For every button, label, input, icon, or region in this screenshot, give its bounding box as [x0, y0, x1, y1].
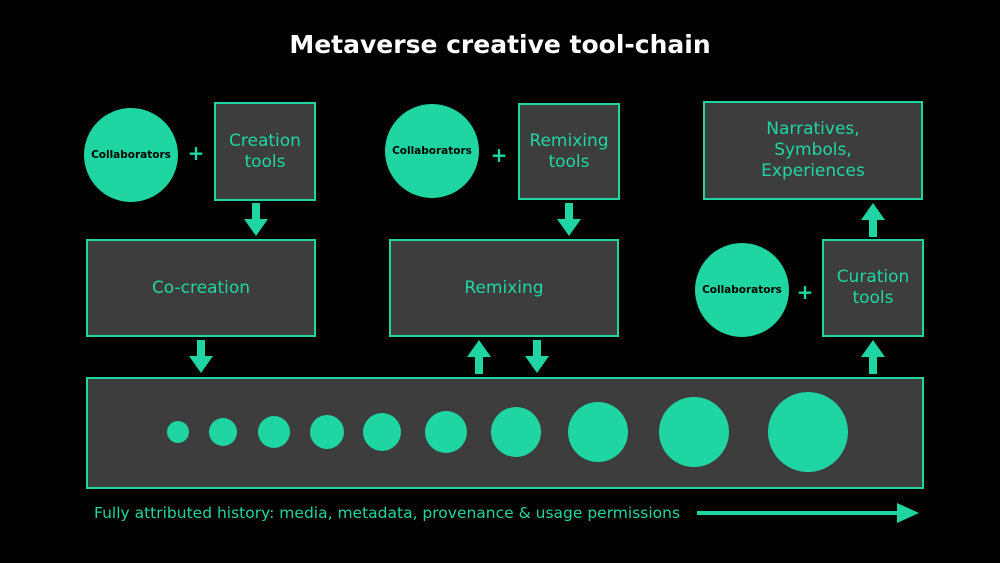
history-dot [209, 418, 237, 446]
arrow-up-icon [467, 340, 491, 374]
collaborators-circle-1: Collaborators [84, 108, 178, 202]
history-dot [768, 392, 848, 472]
history-dot [568, 402, 628, 462]
plus-sign-3: + [796, 280, 814, 304]
plus-sign-2: + [490, 143, 508, 167]
curation-tools-box: Curation tools [822, 239, 924, 337]
arrow-down-icon [557, 203, 581, 236]
diagram-title: Metaverse creative tool-chain [289, 30, 711, 59]
history-dot [425, 411, 467, 453]
history-dot [363, 413, 401, 451]
collaborators-circle-3: Collaborators [695, 243, 789, 337]
collaborators-circle-2: Collaborators [385, 104, 479, 198]
arrow-up-icon [861, 203, 885, 237]
arrow-down-icon [189, 340, 213, 373]
timeline-arrow-icon [697, 503, 919, 523]
history-dot [659, 397, 729, 467]
history-dot [167, 421, 189, 443]
arrow-up-icon [861, 340, 885, 374]
remixing-box: Remixing [389, 239, 619, 337]
history-dot [491, 407, 541, 457]
plus-sign-1: + [187, 141, 205, 165]
co-creation-box: Co-creation [86, 239, 316, 337]
narratives-symbols-experiences-box: Narratives, Symbols, Experiences [703, 101, 923, 200]
creation-tools-box: Creation tools [214, 102, 316, 201]
remixing-tools-box: Remixing tools [518, 103, 620, 200]
history-dot [258, 416, 290, 448]
arrow-down-icon [244, 203, 268, 236]
history-dot [310, 415, 344, 449]
arrow-down-icon [525, 340, 549, 373]
history-caption: Fully attributed history: media, metadat… [94, 504, 681, 522]
